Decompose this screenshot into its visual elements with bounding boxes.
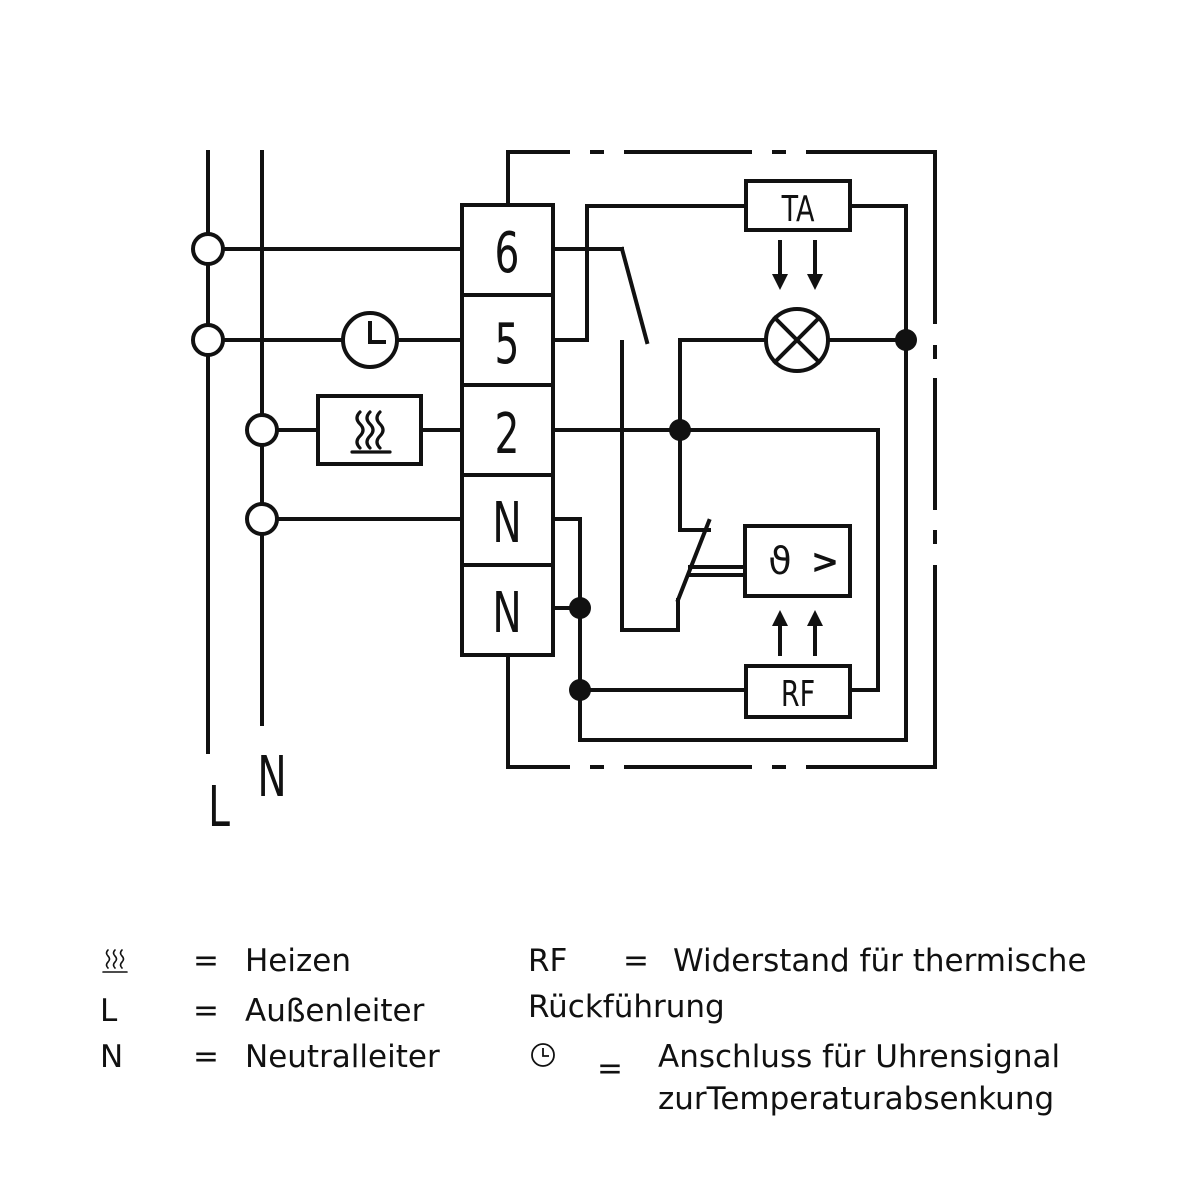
- rf-resistor: [744, 664, 852, 719]
- legend-n-key: N: [100, 1039, 124, 1075]
- heating-icon: [102, 949, 128, 973]
- legend-l-eq: =: [193, 993, 219, 1029]
- legend-heizen-eq: =: [193, 943, 219, 979]
- terminal-label-6: 6: [495, 221, 520, 286]
- legend-heizen-text: Heizen: [245, 943, 351, 979]
- terminal-label-n2: N: [492, 581, 521, 646]
- legend-n-text: Neutralleiter: [245, 1039, 440, 1075]
- rf-label: RF: [781, 672, 815, 715]
- legend-clock-text-1: Anschluss für Uhrensignal: [658, 1039, 1061, 1075]
- junction-dots: [569, 329, 917, 701]
- legend-clock-eq: =: [597, 1051, 623, 1087]
- sensor-theta: ϑ: [768, 539, 792, 583]
- sensor-box: [743, 524, 852, 598]
- terminal-label-2: 2: [495, 402, 520, 467]
- legend-rf-text-2: Rückführung: [528, 989, 725, 1025]
- legend-rf-text-1: Widerstand für thermische: [673, 943, 1087, 979]
- clock-icon: [531, 1043, 555, 1067]
- sensor-compare: >: [811, 542, 840, 582]
- housing-outline: [506, 150, 937, 769]
- clock-icon: [341, 311, 399, 369]
- label-N: N: [257, 745, 286, 810]
- heating-icon: [350, 410, 392, 454]
- legend-rf-key: RF: [528, 943, 568, 979]
- ta-label: TA: [781, 187, 815, 230]
- legend-l-text: Außenleiter: [245, 993, 425, 1029]
- legend-clock-text-2: zurTemperaturabsenkung: [658, 1081, 1055, 1117]
- terminal-label-5: 5: [495, 312, 520, 377]
- label-L: L: [208, 775, 230, 840]
- terminal-label-n1: N: [492, 491, 521, 556]
- legend-l-key: L: [100, 993, 118, 1029]
- legend-rf-eq: =: [623, 943, 649, 979]
- heater-box: [316, 394, 423, 466]
- legend-n-eq: =: [193, 1039, 219, 1075]
- terminal-connectors: [191, 232, 279, 536]
